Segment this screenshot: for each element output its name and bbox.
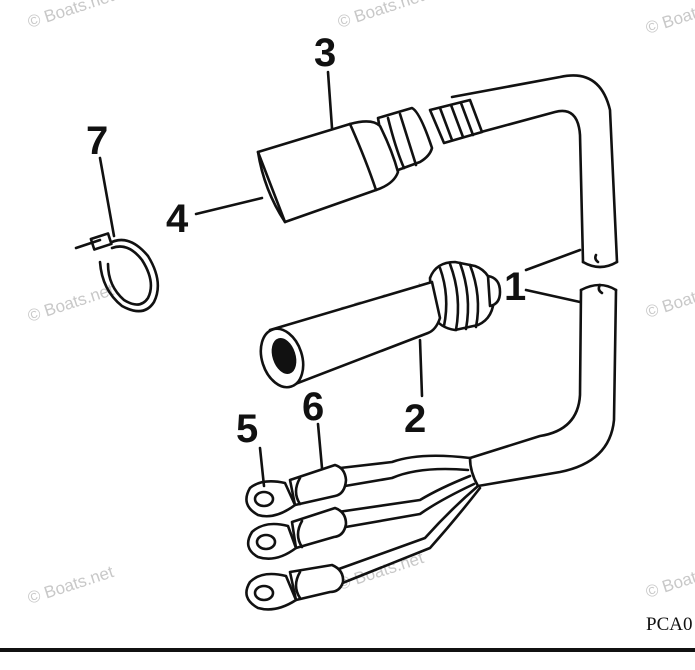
watermark: © Boats.net — [25, 0, 116, 32]
part-3-sender — [256, 98, 484, 224]
callout-3: 3 — [314, 31, 336, 75]
bottom-rule — [0, 648, 695, 652]
callout-2: 2 — [404, 397, 426, 441]
callout-5: 5 — [236, 407, 258, 451]
part-7-clamp — [74, 232, 160, 313]
watermark: © Boats.net — [643, 556, 695, 602]
callout-7: 7 — [86, 119, 108, 163]
watermark: © Boats.net — [25, 562, 116, 608]
watermark: © Boats.net — [643, 0, 695, 38]
terminal-middle — [246, 506, 348, 560]
terminal-bottom — [245, 563, 345, 611]
part-1-wire-harness — [334, 74, 619, 586]
watermark: © Boats.net — [643, 276, 695, 322]
callout-4: 4 — [166, 197, 189, 241]
part-2-sensor — [259, 260, 502, 389]
terminal-top — [245, 463, 348, 518]
callout-1: 1 — [504, 265, 526, 309]
callouts: 3 7 4 1 2 5 6 — [86, 31, 526, 451]
leader-lines — [98, 70, 582, 488]
watermark: © Boats.net — [335, 0, 426, 32]
callout-6: 6 — [302, 385, 324, 429]
watermark: © Boats.net — [25, 280, 116, 326]
figure-code: PCA0 — [646, 614, 692, 635]
